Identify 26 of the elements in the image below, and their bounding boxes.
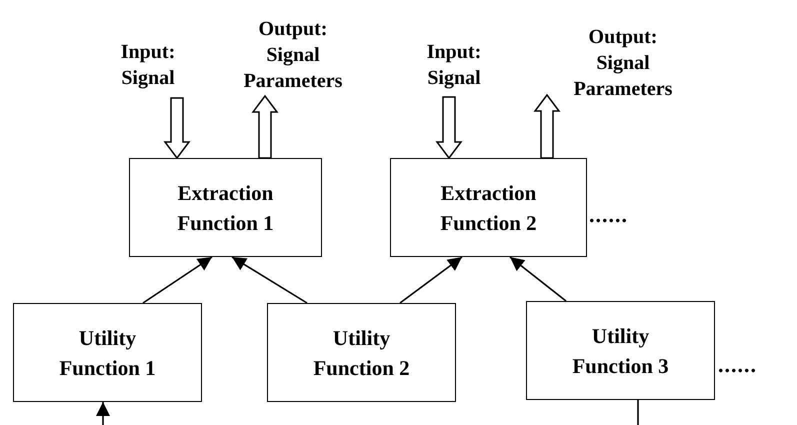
node-label: Extraction Function 1 [176,180,275,236]
process-box [13,303,202,402]
ellipsis-dots: ...... [718,354,757,376]
arrow [232,256,308,304]
node-label: Input: Signal [426,40,482,91]
arrow [510,256,566,302]
node-label: Output: Signal Parameters [242,17,344,94]
node-label: Utility Function 2 [312,324,411,382]
ellipsis-dots: ...... [589,204,628,226]
connector-line [637,400,639,425]
process-box [390,158,587,257]
arrow [96,402,110,425]
node-label: Output: Signal Parameters [572,25,674,102]
process-box [129,158,322,257]
hollow-arrow [164,97,190,160]
process-box [267,303,456,402]
hollow-arrow [534,94,560,159]
arrow [142,256,212,304]
node-label: Utility Function 1 [58,324,157,382]
hollow-arrow [252,94,278,159]
node-label: Utility Function 3 [571,322,670,380]
node-label: Input: Signal [120,40,176,91]
arrow [400,256,462,304]
node-label: Extraction Function 2 [439,180,538,236]
process-box [526,301,715,400]
hollow-arrow [436,96,462,160]
